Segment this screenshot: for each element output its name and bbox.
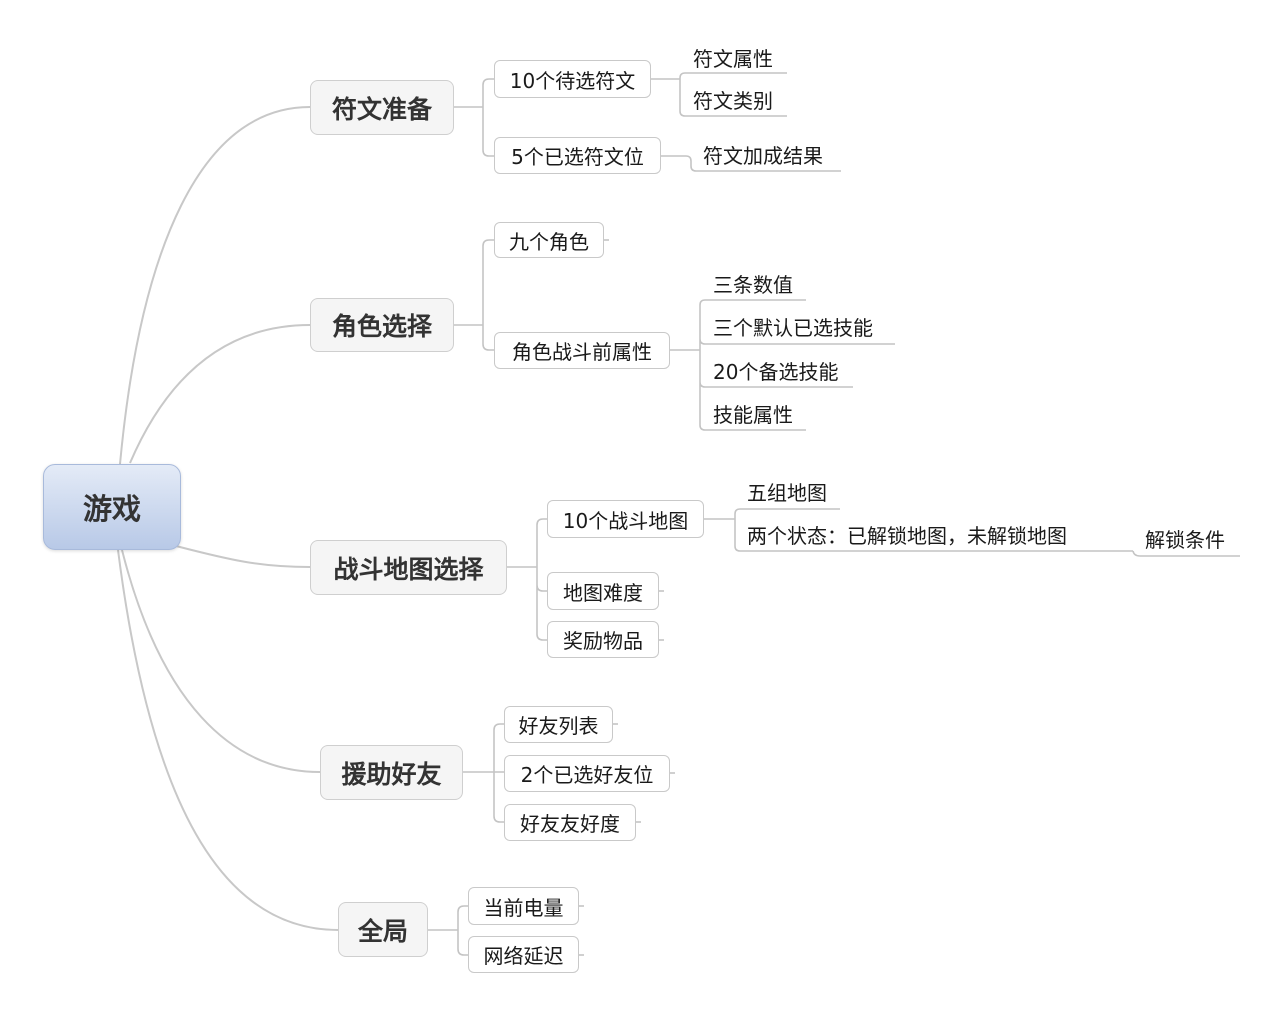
connector-rune-prep-children [454,78,494,157]
leaf-three-stats: 三条数值 [713,273,793,297]
branch-global: 全局 [338,902,428,957]
leaf-rune-bonus-result: 符文加成结果 [703,144,823,168]
subtopic-pre-battle-attributes: 角色战斗前属性 [494,332,670,369]
branch-assist-friends: 援助好友 [320,745,463,800]
connector-root-battle-map-select [175,545,311,568]
connector-global-children [428,905,468,956]
leaf-unlock-conditions: 解锁条件 [1145,528,1225,552]
leaf-five-map-groups: 五组地图 [747,481,827,505]
connector-character-select-children [454,239,494,351]
leaf-two-states: 两个状态：已解锁地图，未解锁地图 [747,524,1067,548]
subtopic-map-difficulty: 地图难度 [547,572,659,610]
leaf-rune-categories: 符文类别 [693,89,773,113]
connector-root-rune-prep [119,106,311,465]
subtopic-friend-list: 好友列表 [504,706,613,743]
subtopic-nine-characters: 九个角色 [494,222,604,258]
leaf-skill-attributes: 技能属性 [713,403,793,427]
connector-root-character-select [129,324,311,464]
connector-battle-map-select-children [507,518,547,641]
branch-character-select: 角色选择 [310,298,454,352]
subtopic-friendship: 好友友好度 [504,804,636,841]
subtopic-battle-maps: 10个战斗地图 [547,500,704,538]
root-topic: 游戏 [43,464,181,550]
connector-assist-friends-children [463,723,504,823]
subtopic-friend-slots: 2个已选好友位 [504,755,670,792]
leaf-rune-attributes: 符文属性 [693,47,773,71]
subtopic-rune-candidates: 10个待选符文 [494,60,651,98]
leaf-twenty-optional-skills: 20个备选技能 [713,360,839,384]
connector-root-global [117,549,339,931]
subtopic-reward-items: 奖励物品 [547,621,659,658]
leaf-three-default-skills: 三个默认已选技能 [713,316,873,340]
subtopic-network-latency: 网络延迟 [468,936,579,973]
subtopic-battery: 当前电量 [468,887,579,925]
subtopic-rune-slots: 5个已选符文位 [494,137,661,174]
branch-battle-map-select: 战斗地图选择 [310,540,507,595]
branch-rune-prep: 符文准备 [310,80,454,135]
connector-root-assist-friends [121,549,321,773]
